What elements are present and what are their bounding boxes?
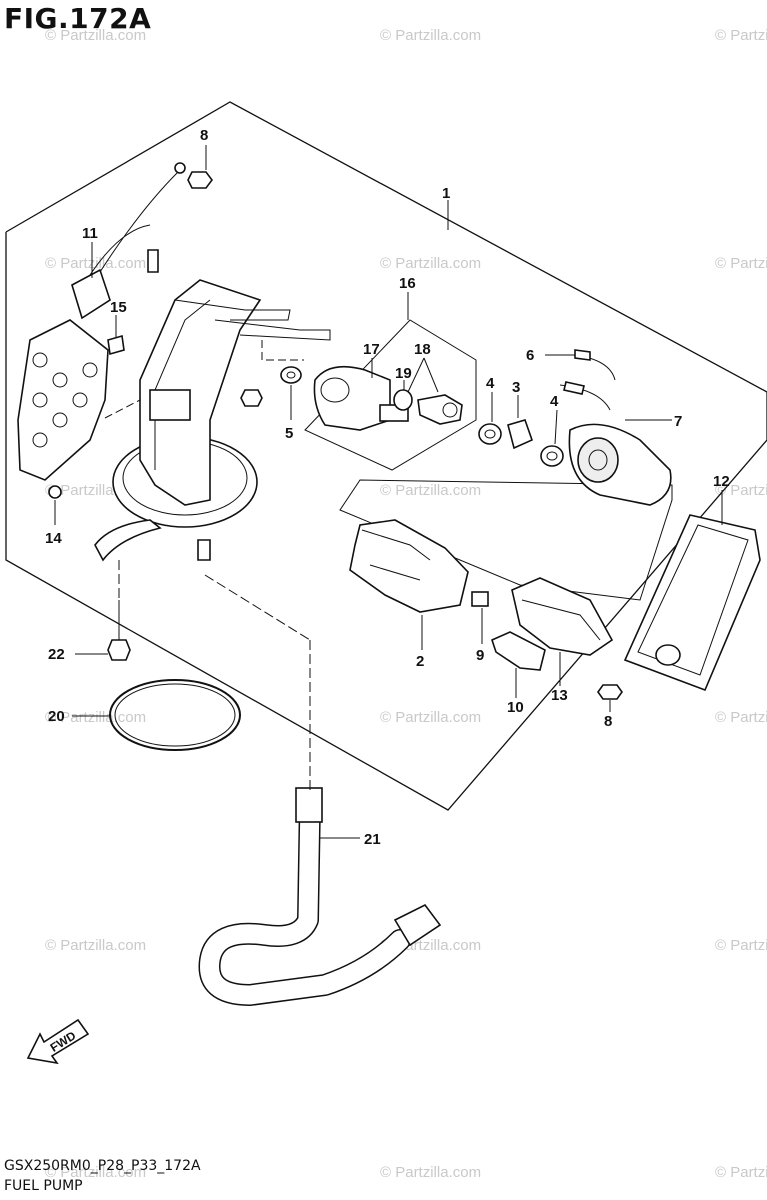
callout-8b: 8	[604, 713, 612, 730]
watermark: © Partzilla.com	[715, 1164, 767, 1181]
callout-20: 20	[48, 708, 65, 725]
callout-4b: 4	[550, 393, 559, 410]
callout-10: 10	[507, 699, 524, 716]
pump-bracket	[94, 279, 331, 562]
callout-2: 2	[416, 653, 424, 670]
callout-7: 7	[674, 413, 682, 430]
assembly-outline	[5, 101, 767, 811]
callout-21: 21	[364, 831, 381, 848]
callout-12: 12	[713, 473, 730, 490]
callout-5: 5	[285, 425, 293, 442]
callout-4: 4	[486, 375, 495, 392]
watermark: © Partzilla.com	[715, 27, 767, 44]
callout-3: 3	[512, 379, 520, 396]
o-ring-part	[109, 679, 241, 751]
callout-14: 14	[45, 530, 62, 547]
watermark: © Partzilla.com	[715, 709, 767, 726]
filter-part	[491, 631, 546, 671]
pump-housing	[313, 365, 409, 431]
pump-case	[349, 519, 489, 613]
subassembly-2-outline	[339, 479, 673, 601]
watermark: © Partzilla.com	[380, 255, 481, 272]
washer-part	[280, 366, 302, 384]
callout-13: 13	[551, 687, 568, 704]
callout-15: 15	[110, 299, 127, 316]
sensor-harness	[17, 162, 186, 499]
watermark: © Partzilla.com	[380, 1164, 481, 1181]
subassembly-16-outline	[304, 319, 477, 471]
washer-part	[478, 419, 564, 467]
pump-cover	[511, 577, 614, 656]
watermark: © Partzilla.com	[45, 255, 146, 272]
watermark: © Partzilla.com	[380, 709, 481, 726]
leader-lines	[54, 145, 723, 839]
watermark: © Partzilla.com	[715, 937, 767, 954]
callout-8: 8	[200, 127, 208, 144]
bolt-part	[107, 600, 131, 661]
bolt-part	[240, 389, 263, 407]
callout-labels: 1 2 3 4 4 5 6 7 8 8 9 10 11 12 13 14 15 …	[45, 127, 730, 848]
callout-6: 6	[526, 347, 534, 364]
callout-16: 16	[399, 275, 416, 292]
figure-title: FIG.172A	[4, 2, 152, 35]
watermark: © Partzilla.com	[45, 937, 146, 954]
connector-part	[574, 349, 591, 361]
watermark: © Partzilla.com	[380, 27, 481, 44]
callout-11: 11	[82, 225, 98, 242]
pump-motor	[559, 354, 672, 506]
callout-9: 9	[476, 647, 484, 664]
valve-parts	[393, 389, 463, 425]
figure-name: FUEL PUMP	[4, 1178, 83, 1194]
watermark: © Partzilla.com	[715, 482, 767, 499]
fwd-arrow: FWD	[26, 1018, 90, 1065]
callout-1: 1	[442, 185, 450, 202]
fuel-hose	[198, 787, 442, 1006]
callout-17: 17	[363, 341, 380, 358]
screw-part	[187, 171, 213, 189]
callout-18: 18	[414, 341, 431, 358]
figure-code: GSX250RM0_P28_P33_172A	[4, 1158, 201, 1174]
screw-part	[597, 684, 623, 700]
callout-19: 19	[395, 365, 412, 382]
watermark: © Partzilla.com	[715, 255, 767, 272]
watermark: © Partzilla.com	[45, 709, 146, 726]
watermark: © Partzilla.com	[45, 1164, 146, 1181]
callout-22: 22	[48, 646, 65, 663]
fuel-strainer	[623, 514, 761, 692]
watermark: © Partzilla.com	[380, 482, 481, 499]
watermark: © Partzilla.com	[45, 27, 146, 44]
